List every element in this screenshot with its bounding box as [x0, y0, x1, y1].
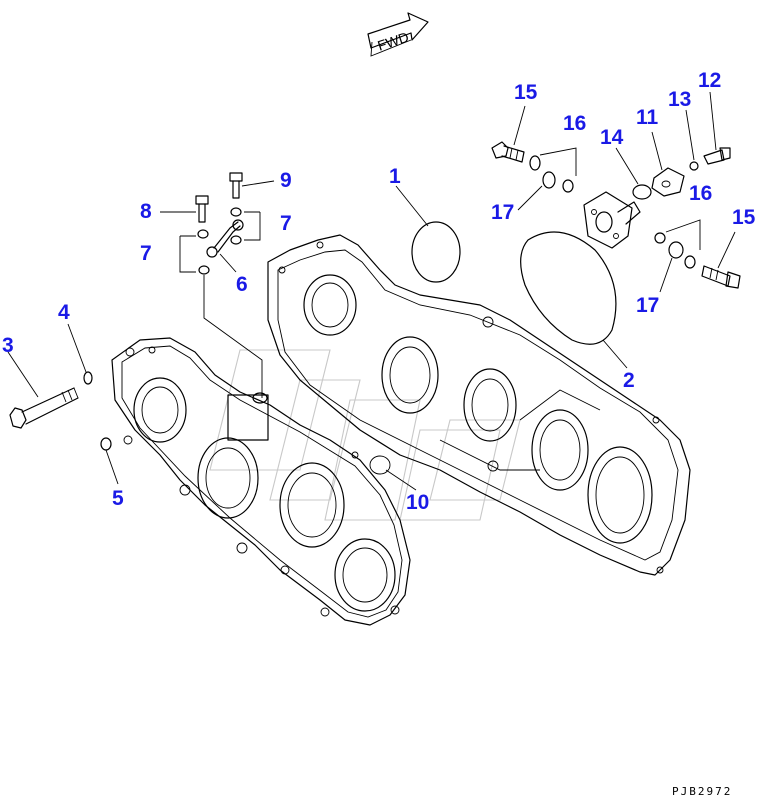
callout-13: 13 — [668, 88, 691, 111]
bolt-12 — [703, 147, 731, 165]
o-ring-1 — [411, 221, 461, 283]
callout-15-lower: 15 — [732, 206, 756, 229]
callout-8: 8 — [140, 200, 152, 223]
plate-11 — [651, 167, 685, 197]
callout-16-lower: 16 — [689, 182, 712, 205]
callout-3: 3 — [2, 334, 14, 357]
callout-15-upper: 15 — [514, 81, 538, 104]
callout-leaders — [7, 91, 736, 491]
washer-4 — [83, 371, 93, 385]
washers-16-17-upper — [529, 147, 577, 193]
forward-arrow-icon: FWD — [367, 12, 429, 57]
front-gear-cover — [111, 337, 411, 626]
pipe-6 — [206, 219, 244, 258]
washer-13 — [689, 161, 699, 171]
bolt-3 — [9, 387, 79, 429]
callout-16-upper: 16 — [563, 112, 586, 135]
callout-7-right: 7 — [280, 212, 292, 235]
callout-2: 2 — [623, 369, 635, 392]
fwd-label: FWD — [375, 29, 410, 54]
watermark-logo — [209, 349, 521, 521]
callout-12: 12 — [698, 69, 721, 92]
callout-1: 1 — [389, 165, 401, 188]
bolt-8 — [195, 195, 209, 223]
bolt-15-upper — [491, 141, 525, 163]
o-ring-10 — [369, 455, 391, 475]
callout-11: 11 — [636, 106, 659, 129]
flange-block — [583, 191, 641, 249]
washers-7 — [197, 207, 242, 275]
callout-9: 9 — [280, 169, 292, 192]
callout-14: 14 — [600, 126, 624, 149]
bracket-7-left — [179, 235, 196, 273]
callout-4: 4 — [58, 301, 70, 324]
leader-line — [203, 275, 263, 398]
callout-6: 6 — [236, 273, 248, 296]
o-ring-2 — [520, 231, 617, 345]
callout-7-left: 7 — [140, 242, 152, 265]
bracket-7-right — [244, 211, 261, 241]
rear-gear-housing — [267, 234, 691, 576]
callout-17-lower: 17 — [636, 294, 659, 317]
callout-17-upper: 17 — [491, 201, 514, 224]
drawing-code: PJB2972 — [672, 785, 732, 798]
bolt-9 — [229, 172, 243, 199]
washers-16-17-lower — [654, 219, 701, 269]
callout-10: 10 — [406, 491, 429, 514]
seal-14 — [632, 184, 652, 200]
washer-5 — [100, 437, 112, 451]
bolt-15-lower — [701, 265, 741, 289]
callout-5: 5 — [112, 487, 124, 510]
callout-labels: 1 2 3 4 5 6 7 7 8 9 10 11 12 13 14 15 15… — [2, 69, 756, 514]
